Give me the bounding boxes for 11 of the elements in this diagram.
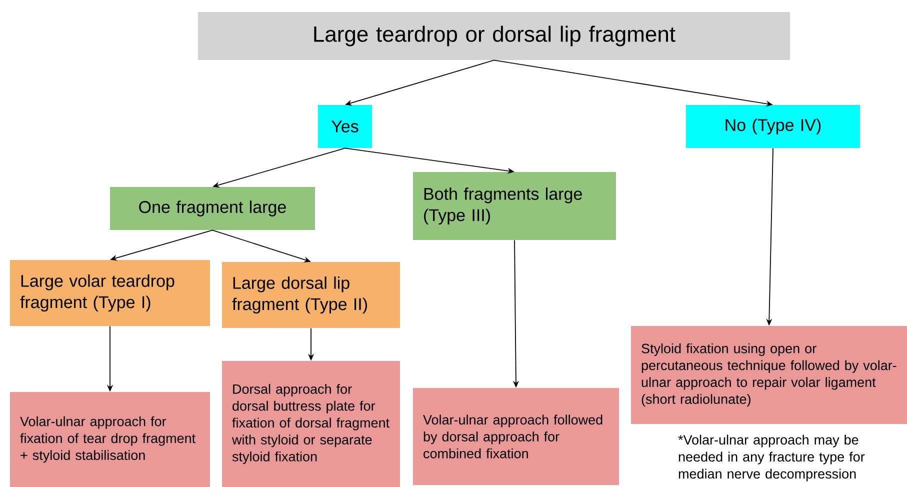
treatment-box: Dorsal approach for dorsal buttress plate for fixation of dorsal fragment with styloid or separate styloid fixation — [222, 361, 400, 487]
type-box: Large volar teardrop fragment (Type I) — [10, 260, 210, 326]
decision-box: Both fragments large (Type III) — [413, 172, 616, 240]
treatment-box: Styloid fixation using open or percutaneous technique followed by volar-ulnar approach to repair volar ligament (short radiolunate) — [631, 326, 907, 424]
answer-box: Yes — [318, 105, 372, 148]
type-box: Large dorsal lip fragment (Type II) — [222, 262, 400, 328]
question-box: Large teardrop or dorsal lip fragment — [198, 12, 790, 60]
answer-box: No (Type IV) — [686, 105, 860, 148]
treatment-box: Volar-ulnar approach followed by dorsal approach for combined fixation — [413, 388, 619, 485]
decision-box: One fragment large — [110, 187, 315, 230]
treatment-box: Volar-ulnar approach for fixation of tear drop fragment + styloid stabilisation — [10, 392, 210, 487]
